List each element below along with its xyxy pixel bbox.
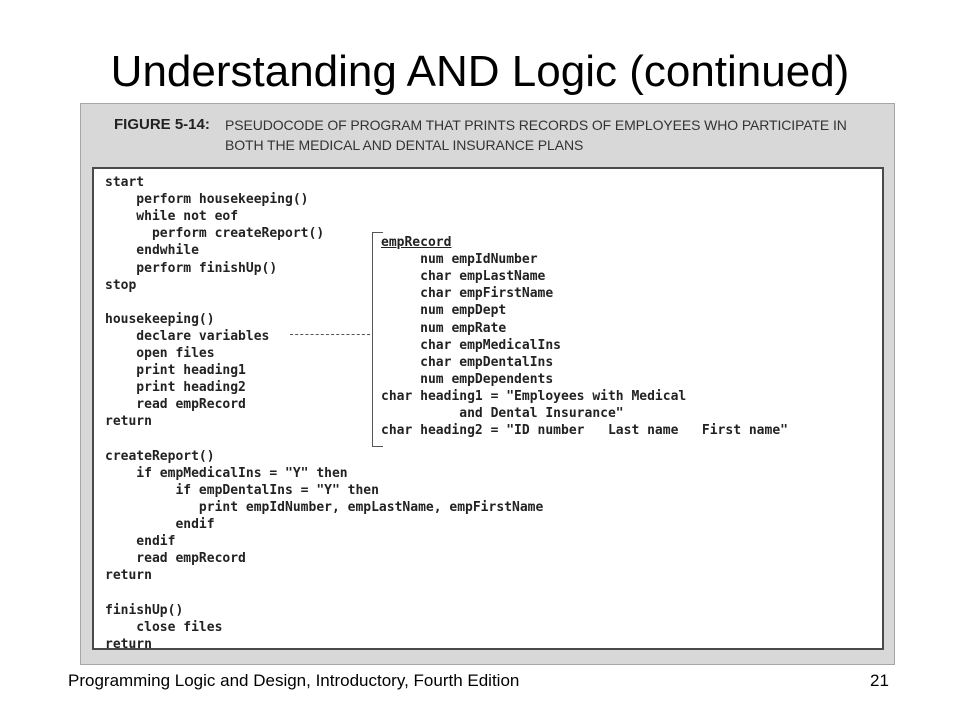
code-line: createReport() — [105, 448, 215, 464]
slide-title: Understanding AND Logic (continued) — [110, 47, 850, 96]
code-line: close files — [105, 619, 223, 635]
declaration-line: char empMedicalIns — [381, 337, 562, 353]
declaration-line: char empLastName — [381, 269, 546, 285]
code-line: housekeeping() — [105, 311, 215, 327]
variables-bracket — [372, 232, 383, 447]
code-line: perform createReport() — [105, 226, 325, 242]
declaration-line: num empIdNumber — [381, 252, 538, 268]
page-number: 21 — [870, 671, 889, 690]
declaration-line: char empDentalIns — [381, 354, 554, 370]
declaration-line: and Dental Insurance" — [381, 406, 624, 421]
code-line: if empMedicalIns = "Y" then — [105, 465, 348, 481]
code-line: endif — [105, 517, 215, 532]
code-line: read empRecord — [105, 397, 246, 413]
code-line: read empRecord — [105, 551, 246, 567]
code-line: perform finishUp() — [105, 260, 278, 276]
code-line: return — [105, 414, 152, 430]
footer-book-title: Programming Logic and Design, Introducto… — [68, 671, 520, 690]
variables-connector — [290, 334, 370, 335]
declaration-line: char empFirstName — [381, 286, 554, 302]
code-line: endif — [105, 534, 176, 550]
code-line: open files — [105, 346, 215, 361]
declaration-line: char heading2 = "ID number Last name Fir… — [381, 423, 788, 439]
code-line: stop — [105, 277, 137, 293]
code-line: start — [105, 175, 145, 190]
code-line: declare variables — [105, 328, 270, 344]
code-line: finishUp() — [105, 602, 184, 618]
code-line: endwhile — [105, 243, 199, 259]
pseudocode-box: start perform housekeeping() while not e… — [92, 167, 884, 652]
declaration-line: num empDept — [381, 303, 507, 319]
code-line: print heading2 — [105, 380, 246, 396]
figure-panel: FIGURE 5-14: PSEUDOCODE OF PROGRAM THAT … — [80, 103, 895, 665]
code-line: return — [105, 636, 152, 652]
code-line: perform housekeeping() — [105, 192, 309, 208]
code-line: print empIdNumber, empLastName, empFirst… — [105, 499, 544, 515]
code-line: while not eof — [105, 209, 239, 225]
declaration-line: num empRate — [381, 320, 507, 336]
declaration-line: num empDependents — [381, 371, 554, 387]
figure-label: FIGURE 5-14: — [114, 116, 210, 133]
figure-caption: PSEUDOCODE OF PROGRAM THAT PRINTS RECORD… — [225, 117, 847, 153]
code-line: print heading1 — [105, 363, 246, 379]
code-line: return — [105, 568, 152, 584]
code-line: if empDentalIns = "Y" then — [105, 482, 379, 498]
record-name: empRecord — [381, 235, 452, 250]
declaration-line: char heading1 = "Employees with Medical — [381, 388, 687, 404]
